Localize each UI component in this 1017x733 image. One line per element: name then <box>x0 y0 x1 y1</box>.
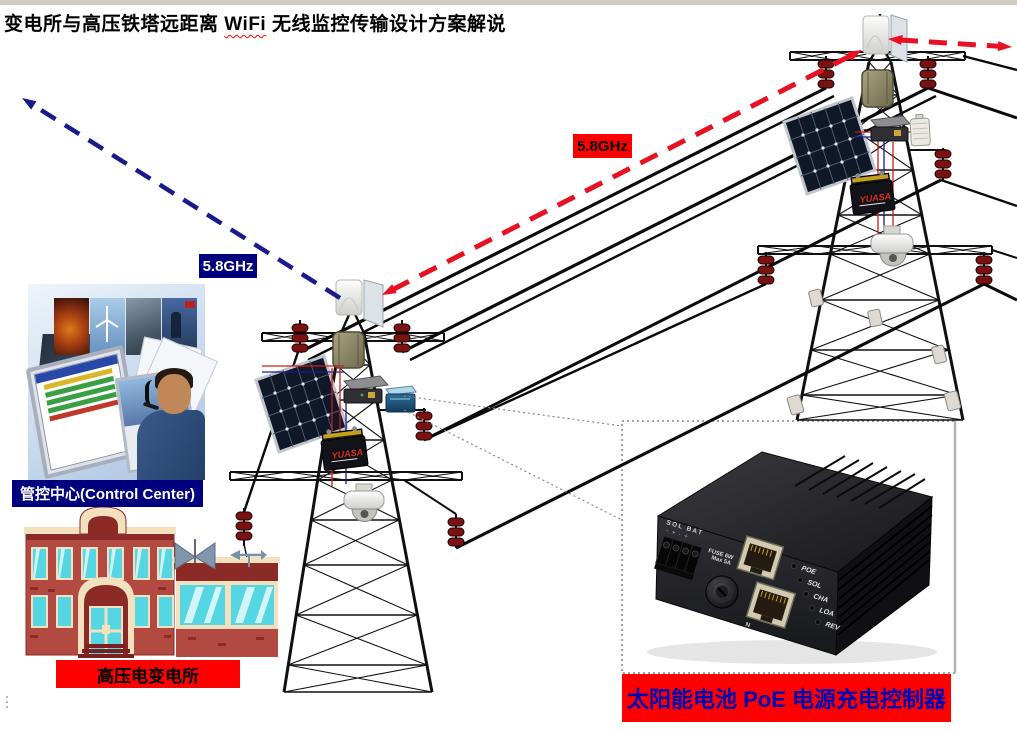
person-figure <box>171 312 181 338</box>
client-radio-left <box>385 385 417 413</box>
insulator-string <box>415 408 433 441</box>
insulator-string <box>291 320 309 353</box>
poe-switch-left <box>343 375 389 404</box>
battery-right: YUASA <box>849 170 896 215</box>
building-brick-marks <box>30 587 171 638</box>
headset-icon <box>145 380 161 406</box>
radio-enclosure-left <box>332 331 365 369</box>
freq-label-right: 5.8GHz <box>573 134 632 158</box>
substation-label: 高压电变电所 <box>56 660 240 688</box>
poe-caption: 太阳能电池 PoE 电源充电控制器 <box>622 674 951 722</box>
red-sign <box>185 301 195 308</box>
insulator-string <box>393 320 411 353</box>
wind-turbine-icon <box>95 306 119 342</box>
rj45-port-bottom <box>745 581 797 630</box>
blue-uplink-arrow <box>22 98 342 300</box>
arrowhead-icon <box>382 284 397 295</box>
building-windows-upper <box>31 547 174 580</box>
freq-label-left: 5.8GHz <box>199 254 257 278</box>
panel-antenna-right <box>862 14 908 63</box>
poe-controller-device: SOL BAT - + - + FUSE 6W Max 5A <box>647 451 937 664</box>
port-n-label: N <box>744 621 751 629</box>
led-label: LOA <box>818 607 834 618</box>
red-tower-link-arrow <box>382 50 862 295</box>
control-center-photo <box>25 284 219 480</box>
arrowhead-icon <box>888 34 903 45</box>
tower-junction-boxes <box>786 288 962 416</box>
panel-antenna-left <box>335 279 384 328</box>
red-right-link-arrow <box>888 34 1012 52</box>
solar-panel-right <box>782 96 877 196</box>
title-post: 无线监控传输设计方案解说 <box>266 14 506 35</box>
led-indicators <box>791 563 821 625</box>
ptz-camera-right <box>870 225 914 267</box>
battery-left: YUASA <box>320 426 369 471</box>
led-label: REV <box>824 621 841 632</box>
radio-enclosure-right <box>861 69 894 108</box>
photo-fire-scene <box>54 298 89 355</box>
insulator-strings <box>235 56 993 548</box>
poe-switch-right <box>870 115 911 142</box>
insulator-string <box>235 508 253 546</box>
arrowhead-icon <box>847 50 862 61</box>
solar-panel-left <box>254 354 349 454</box>
battery-brand-text: YUASA <box>331 447 363 461</box>
fuse-label-2: Max 5A <box>710 555 732 567</box>
led-label: CHA <box>812 593 829 604</box>
title-wifi-word: WiFi <box>224 14 267 35</box>
operator-body <box>137 410 205 480</box>
led-label: SOL <box>806 579 822 590</box>
insulator-string <box>919 56 937 89</box>
operator-with-headset <box>137 368 205 480</box>
client-radio-right <box>909 113 931 147</box>
battery-brand-text: YUASA <box>859 191 891 205</box>
insulator-string <box>447 514 465 548</box>
dish-antenna-icon <box>174 539 216 570</box>
page-title: 变电所与高压铁塔远距离 WiFi 无线监控传输设计方案解说 <box>4 9 506 36</box>
control-center-label: 管控中心(Control Center) <box>12 480 203 507</box>
terminal-block <box>654 535 703 581</box>
insulator-string <box>934 148 952 180</box>
title-pre: 变电所与高压铁塔远距离 <box>4 14 225 35</box>
rj45-port-top <box>736 535 785 581</box>
substation-building <box>24 506 280 658</box>
operator-head <box>157 374 191 414</box>
fuse-knob <box>705 575 739 609</box>
led-label: POE <box>800 565 816 576</box>
building-entrance <box>78 577 134 658</box>
building-windows-lower <box>31 595 174 628</box>
insulator-string <box>975 252 993 285</box>
arrowhead-icon <box>22 98 37 110</box>
arrowhead-icon <box>997 41 1012 52</box>
led-labels: POE SOL CHA LOA REV <box>800 565 841 632</box>
building-wing <box>174 557 280 657</box>
ptz-camera-left <box>343 483 385 522</box>
top-bar <box>0 0 1017 5</box>
insulator-string <box>757 252 775 285</box>
callout-leader-lines <box>6 395 623 710</box>
weathervane-icon <box>230 550 267 567</box>
